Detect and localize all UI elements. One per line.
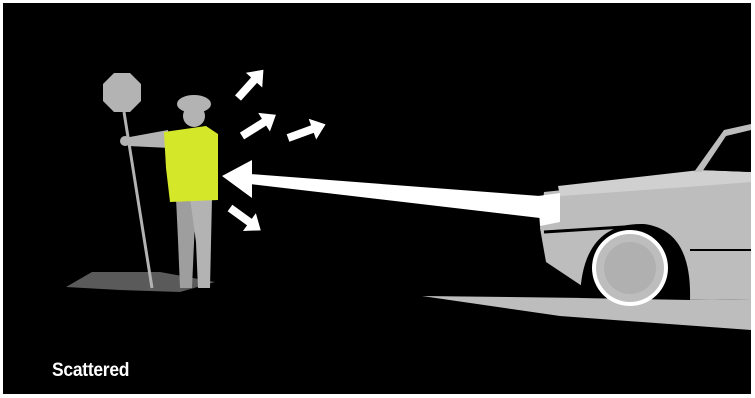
sign-octagon	[103, 73, 141, 112]
safety-vest	[164, 126, 218, 202]
caption-label: Scattered	[52, 360, 129, 382]
hard-hat	[177, 95, 211, 113]
wheel-hub	[604, 242, 656, 294]
hand	[120, 136, 130, 146]
headlight	[538, 193, 560, 226]
